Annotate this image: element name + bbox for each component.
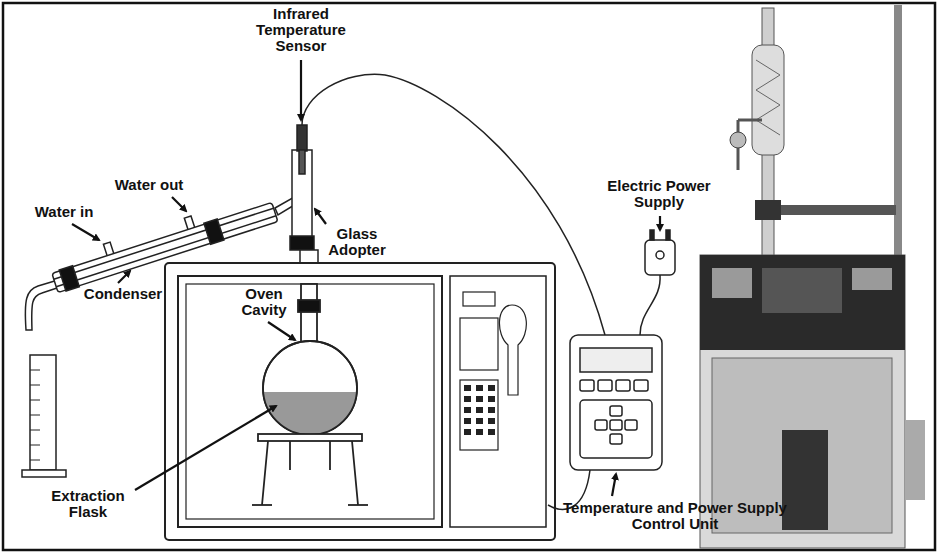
part-label: Water out [104,177,194,193]
part-label: Condenser [78,286,168,302]
part-label: Temperature and Power Supply Control Uni… [540,500,810,532]
part-label: Electric Power Supply [600,178,718,210]
part-label: Glass Adopter [322,226,392,258]
part-label: Oven Cavity [226,286,302,318]
part-label: Water in [24,204,104,220]
part-label: Extraction Flask [40,488,136,520]
sensor-label: Infrared Temperature Sensor [246,6,356,54]
